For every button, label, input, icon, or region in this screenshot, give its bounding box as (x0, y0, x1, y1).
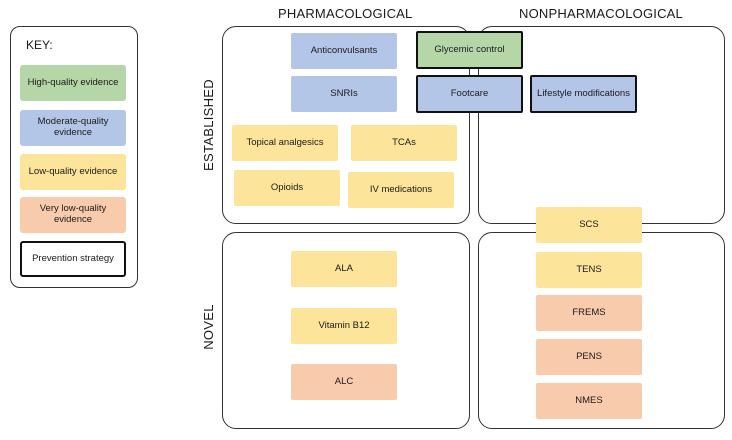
item-snris: SNRIs (291, 76, 397, 112)
item-lifestyle-modifications: Lifestyle modifications (530, 75, 637, 113)
key-item-low: Low-quality evidence (20, 154, 126, 190)
row-label-established: ESTABLISHED (201, 79, 216, 171)
key-item-moderate: Moderate-quality evidence (20, 110, 126, 146)
item-nmes: NMES (536, 383, 642, 419)
item-anticonvulsants: Anticonvulsants (291, 33, 397, 69)
column-header-nonpharmacological: NONPHARMACOLOGICAL (519, 6, 683, 21)
item-alc: ALC (291, 364, 397, 400)
key-item-very-low: Very low-quality evidence (20, 197, 126, 233)
item-glycemic-control: Glycemic control (416, 31, 523, 69)
row-label-novel: NOVEL (201, 304, 216, 350)
item-opioids: Opioids (234, 170, 340, 206)
item-frems: FREMS (536, 295, 642, 331)
item-tens: TENS (536, 252, 642, 288)
item-scs: SCS (536, 207, 642, 243)
key-item-high: High-quality evidence (20, 65, 126, 101)
item-ala: ALA (291, 251, 397, 287)
item-pens: PENS (536, 339, 642, 375)
item-vitamin-b12: Vitamin B12 (291, 308, 397, 344)
item-footcare: Footcare (416, 75, 523, 113)
item-iv-medications: IV medications (348, 172, 454, 208)
key-title: KEY: (26, 38, 53, 52)
column-header-pharmacological: PHARMACOLOGICAL (278, 6, 413, 21)
key-item-prevention: Prevention strategy (20, 241, 126, 277)
item-tcas: TCAs (351, 125, 457, 161)
item-topical-analgesics: Topical analgesics (232, 125, 338, 161)
